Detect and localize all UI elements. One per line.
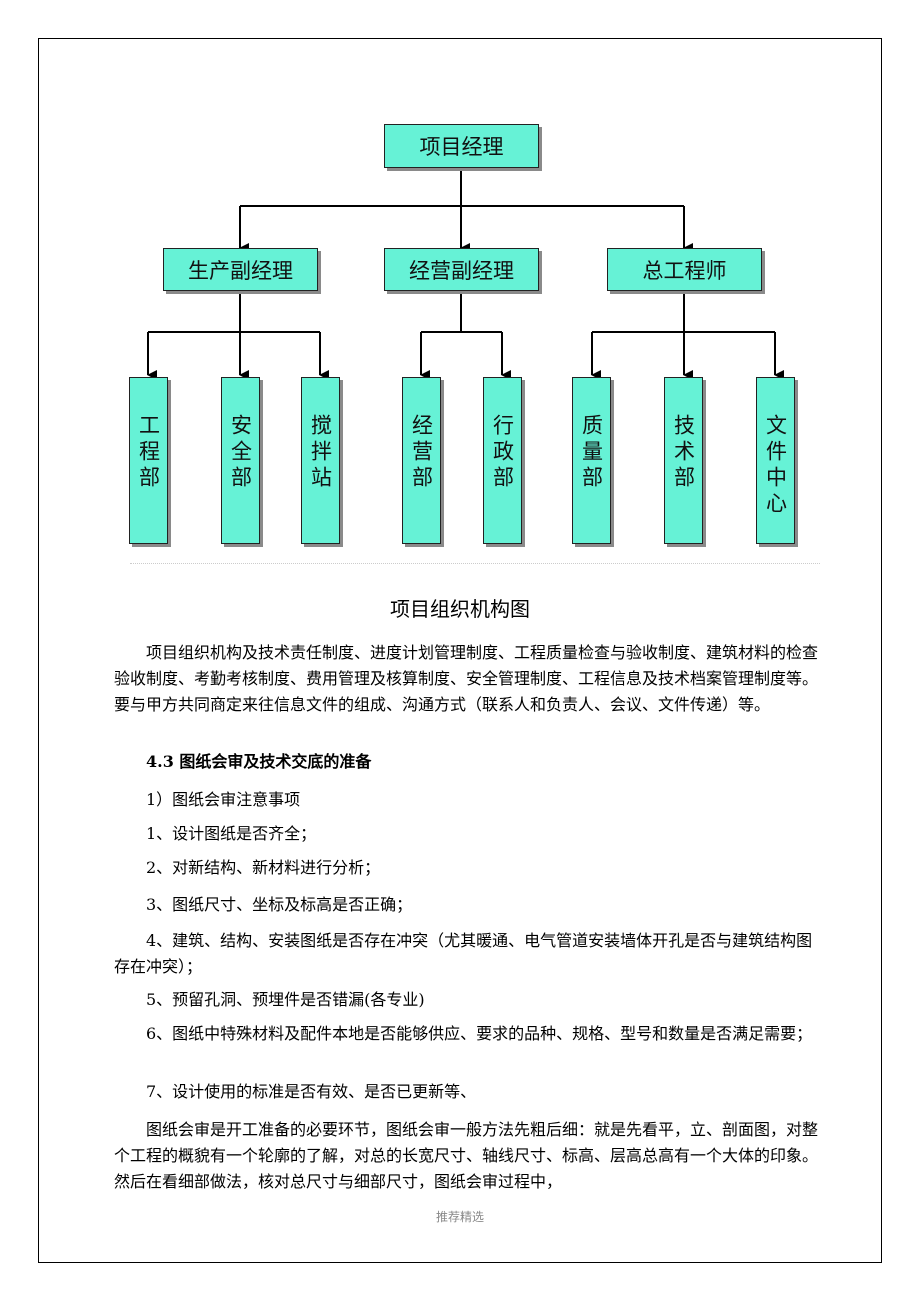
box-label: 搅拌站 [308,414,333,492]
page-footer: 推荐精选 [435,1210,484,1224]
box-label: 经营部 [409,414,434,492]
box-production-deputy: 生产副经理 [163,248,318,291]
box-mixing-station: 搅拌站 [301,377,340,544]
box-label: 质量部 [579,414,604,492]
sub-heading-block: 1）图纸会审注意事项 [114,787,826,813]
page-frame [38,38,882,1263]
section-heading: 4.3 图纸会审及技术交底的准备 [146,752,372,771]
list-item: 6、图纸中特殊材料及配件本地是否能够供应、要求的品种、规格、型号和数量是否满足需… [146,1024,813,1043]
box-label: 工程部 [136,414,161,492]
box-admin-dept: 行政部 [483,377,522,544]
section-heading-block: 4.3 图纸会审及技术交底的准备 [114,749,826,775]
paragraph-closing: 图纸会审是开工准备的必要环节，图纸会审一般方法先粗后细：就是先看平，立、剖面图，… [114,1120,819,1191]
box-business-dept: 经营部 [402,377,441,544]
box-label: 文件中心 [763,414,788,518]
box-quality-dept: 质量部 [572,377,611,544]
list-item: 2、对新结构、新材料进行分析； [146,858,381,877]
org-chart-connectors [147,168,784,380]
figure-caption: 项目组织机构图 [390,597,530,621]
box-label: 经营副经理 [409,258,514,283]
box-project-manager: 项目经理 [384,124,539,168]
box-chief-engineer: 总工程师 [607,248,762,291]
box-label: 行政部 [490,414,515,492]
box-business-deputy: 经营副经理 [384,248,539,291]
list-item-block: 6、图纸中特殊材料及配件本地是否能够供应、要求的品种、规格、型号和数量是否满足需… [114,1021,826,1047]
list-item-block: 7、设计使用的标准是否有效、是否已更新等、 [114,1079,826,1105]
box-project-manager-label: 项目经理 [419,135,504,159]
body-text: 项目组织机构及技术责任制度、进度计划管理制度、工程质量检查与验收制度、建筑材料的… [114,640,826,718]
box-safety-dept: 安全部 [221,377,260,544]
list-item-block: 1、设计图纸是否齐全； [114,821,826,847]
list-item-block: 3、图纸尺寸、坐标及标高是否正确； [114,892,826,918]
box-engineering-dept: 工程部 [129,377,168,544]
divider [130,563,820,564]
box-label: 技术部 [671,414,696,492]
list-item-block: 2、对新结构、新材料进行分析； [114,855,826,881]
box-document-center: 文件中心 [756,377,795,544]
sub-heading: 1）图纸会审注意事项 [146,790,301,809]
closing-block: 图纸会审是开工准备的必要环节，图纸会审一般方法先粗后细：就是先看平，立、剖面图，… [114,1117,826,1195]
box-label: 生产副经理 [188,258,293,283]
paragraph-intro: 项目组织机构及技术责任制度、进度计划管理制度、工程质量检查与验收制度、建筑材料的… [114,643,819,714]
list-item-block: 4、建筑、结构、安装图纸是否存在冲突（尤其暖通、电气管道安装墙体开孔是否与建筑结… [114,928,826,980]
list-item-block: 5、预留孔洞、预埋件是否错漏(各专业) [114,987,826,1013]
box-technical-dept: 技术部 [664,377,703,544]
list-item: 5、预留孔洞、预埋件是否错漏(各专业) [146,990,425,1009]
list-item: 1、设计图纸是否齐全； [146,824,317,843]
list-item: 7、设计使用的标准是否有效、是否已更新等、 [146,1082,477,1101]
list-item: 3、图纸尺寸、坐标及标高是否正确； [146,895,413,914]
box-label: 总工程师 [642,258,727,283]
box-label: 安全部 [228,414,253,492]
list-item: 4、建筑、结构、安装图纸是否存在冲突（尤其暖通、电气管道安装墙体开孔是否与建筑结… [114,931,813,976]
